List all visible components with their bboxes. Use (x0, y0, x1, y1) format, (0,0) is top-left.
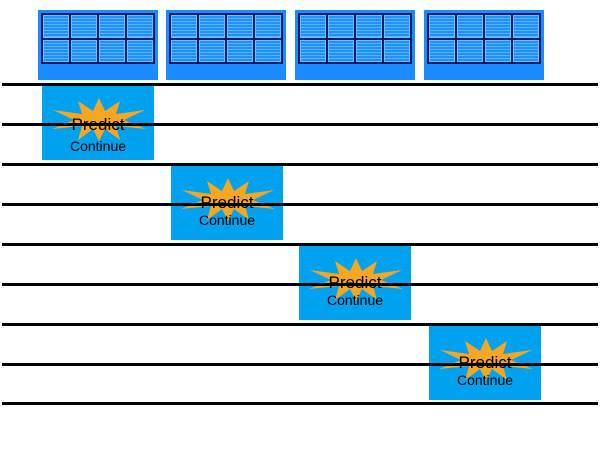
bank-cell (127, 15, 153, 38)
timeline-rule (2, 363, 598, 366)
bank-cell (384, 39, 410, 62)
bank-cell (255, 15, 281, 38)
predict-label: Predict (171, 194, 283, 211)
bank-cell (457, 15, 483, 38)
bank-cell (429, 39, 455, 62)
starburst-icon (439, 338, 533, 381)
bank-cell (513, 39, 539, 62)
starburst-icon (181, 178, 275, 221)
continue-label: Continue (198, 212, 256, 228)
bank-cell (199, 15, 225, 38)
bank-cell (255, 39, 281, 62)
timeline-rule (2, 123, 598, 126)
bank-cell (328, 39, 354, 62)
memory-bank-1 (38, 10, 158, 80)
timeline-rule (2, 163, 598, 166)
bank-cell (513, 15, 539, 38)
bank-cell (199, 39, 225, 62)
bank-cell (227, 15, 253, 38)
bank-cell (328, 15, 354, 38)
timeline-rule (2, 402, 598, 405)
memory-bank-grid (427, 13, 541, 64)
continue-label: Continue (456, 372, 514, 388)
memory-bank-grid (41, 13, 155, 64)
timeline-rule (2, 243, 598, 246)
bank-cell (384, 15, 410, 38)
timeline-rule (2, 203, 598, 206)
timeline-rule (2, 83, 598, 86)
bank-cell (43, 39, 69, 62)
predict-label: Predict (429, 354, 541, 371)
continue-label: Continue (69, 138, 127, 154)
bank-cell (99, 39, 125, 62)
bank-cell (71, 39, 97, 62)
bank-cell (429, 15, 455, 38)
timeline-rule (2, 323, 598, 326)
starburst-icon (52, 98, 146, 141)
bank-cell (127, 39, 153, 62)
bank-cell (356, 39, 382, 62)
memory-bank-3 (295, 10, 415, 80)
bank-cell (300, 39, 326, 62)
bank-cell (43, 15, 69, 38)
bank-cell (71, 15, 97, 38)
bank-cell (485, 39, 511, 62)
bank-cell (485, 15, 511, 38)
memory-bank-grid (298, 13, 412, 64)
bank-cell (99, 15, 125, 38)
bank-cell (171, 39, 197, 62)
bank-cell (171, 15, 197, 38)
starburst-icon (309, 258, 403, 301)
bank-cell (300, 15, 326, 38)
timeline-rule (2, 283, 598, 286)
memory-bank-grid (169, 13, 283, 64)
memory-bank-2 (166, 10, 286, 80)
predict-label: Predict (299, 274, 411, 291)
continue-label: Continue (326, 292, 384, 308)
memory-bank-4 (424, 10, 544, 80)
bank-cell (227, 39, 253, 62)
bank-cell (356, 15, 382, 38)
bank-cell (457, 39, 483, 62)
